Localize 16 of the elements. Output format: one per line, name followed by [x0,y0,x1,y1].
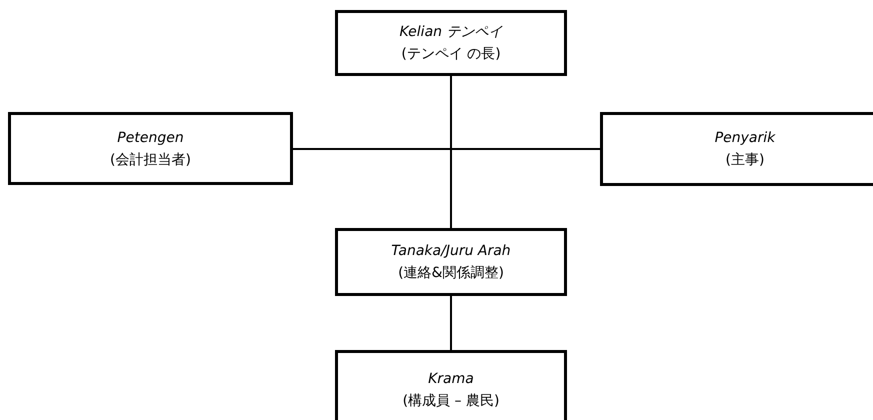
role-title: Petengen [117,128,184,148]
role-box [335,228,567,296]
role-description: (会計担当者) [110,150,191,170]
role-description: (構成員 – 農民) [402,392,500,411]
role-description: (テンペイ の長) [401,45,501,64]
role-description: (主事) [726,151,764,170]
role-box [335,350,567,420]
role-description: (連絡&関係調整) [398,264,504,283]
role-box [8,112,293,185]
role-box [335,10,567,76]
role-title: Tanaka/Juru Arah [391,242,511,261]
role-box [600,112,873,186]
role-title: Penyarik [714,129,776,148]
role-title: Krama [428,370,474,389]
connector-line [450,296,452,350]
role-title: Kelian テンペイ [400,23,502,42]
